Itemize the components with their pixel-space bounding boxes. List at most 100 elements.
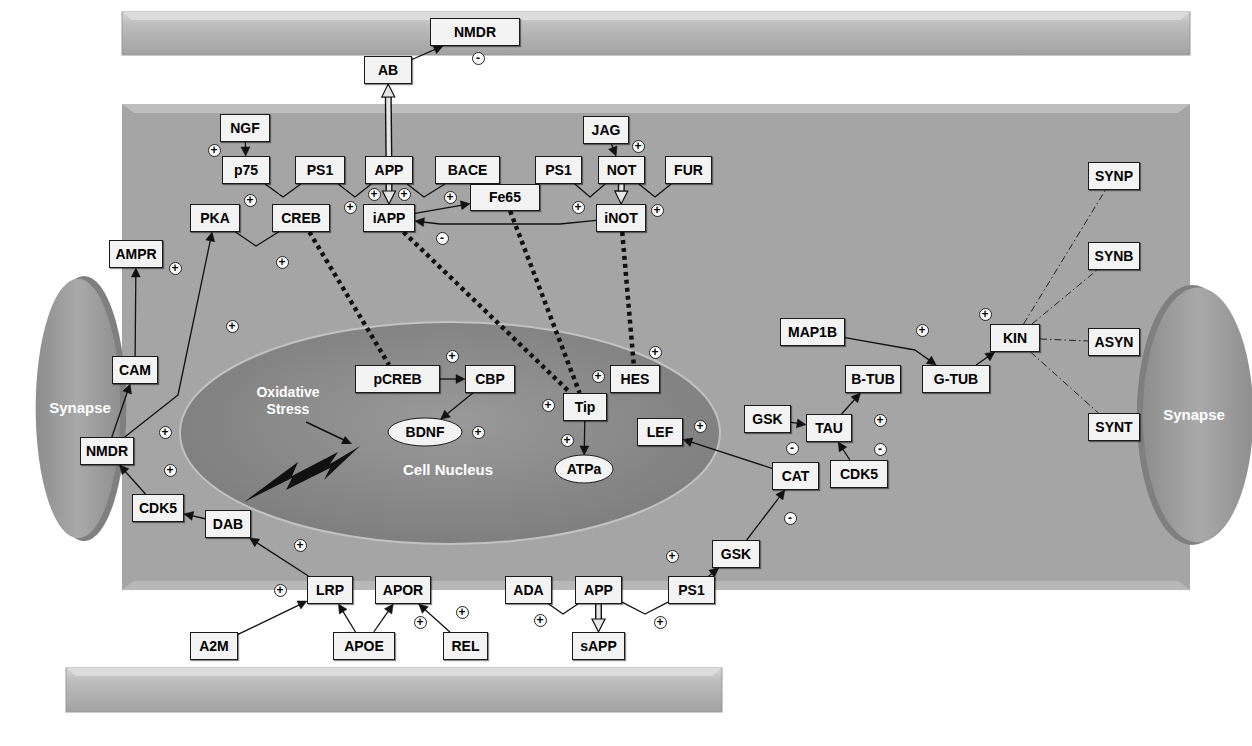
node-label: FUR: [674, 162, 703, 178]
dashdot-link: [1032, 270, 1097, 324]
arrowhead: [384, 604, 393, 614]
protein-box: DAB: [205, 510, 251, 538]
node-label: HES: [621, 371, 650, 387]
connector-line: [338, 184, 371, 197]
nucleus-shape: [180, 322, 720, 544]
protein-box: CDK5: [132, 494, 184, 522]
activation-arrow: [609, 144, 617, 156]
protein-box: A2M: [190, 632, 238, 660]
connector-line: [374, 611, 389, 632]
connector-line: [595, 604, 602, 620]
activation-arrow: [120, 465, 146, 494]
node-label: iAPP: [373, 210, 406, 226]
arrowhead: [592, 619, 605, 632]
connector-line: [407, 184, 445, 197]
cleavage-link: [236, 232, 279, 246]
protein-box: APOR: [375, 576, 431, 604]
arrowhead: [241, 147, 250, 156]
sign-marker: +: [414, 616, 427, 629]
sign-marker: +: [979, 308, 992, 321]
node-label: G-TUB: [934, 371, 978, 387]
ellipse-shape: [388, 418, 462, 446]
protein-box: ASYN: [1088, 328, 1140, 356]
connector-line: [976, 357, 988, 365]
protein-box: CREB: [272, 204, 330, 232]
node-label: GSK: [721, 546, 751, 562]
connector-line: [549, 604, 578, 614]
node-label: sAPP: [580, 638, 617, 654]
protein-box: CBP: [465, 365, 515, 393]
translocation-arrow: [615, 184, 628, 204]
connector-line: [622, 232, 634, 365]
node-label: AB: [378, 62, 398, 78]
synapse-face: [36, 279, 121, 539]
sign-marker: -: [874, 443, 887, 456]
protein-box: JAG: [583, 116, 629, 144]
arrowhead: [985, 352, 995, 361]
connector-core: [596, 604, 600, 620]
protein-box: AB: [364, 56, 412, 84]
activation-arrow: [791, 419, 806, 428]
node-label: DAB: [213, 516, 243, 532]
sign-marker: +: [456, 606, 469, 619]
protein-box: BACE: [435, 156, 500, 184]
arrowhead: [433, 45, 443, 53]
sign-marker: -: [786, 442, 799, 455]
arrowhead: [615, 191, 628, 204]
sign-marker: +: [169, 262, 182, 275]
connector-line: [265, 184, 301, 197]
activation-arrow: [339, 604, 356, 632]
arrowhead: [131, 268, 140, 277]
sign-marker: +: [592, 370, 605, 383]
protein-box: REL: [443, 632, 488, 660]
sign-marker: +: [294, 539, 307, 552]
activation-arrow: [241, 142, 250, 156]
node-label: CREB: [281, 210, 321, 226]
activation-arrow: [976, 352, 995, 365]
connector-line: [192, 516, 205, 519]
node-label: CAT: [782, 468, 810, 484]
node-label: SYNP: [1095, 168, 1133, 184]
sign-marker: +: [446, 350, 459, 363]
sign-marker: +: [159, 426, 172, 439]
connector-line: [622, 602, 668, 614]
node-label: PS1: [545, 162, 571, 178]
gene-ellipse: BDNF: [388, 418, 462, 446]
node-label: ATPa: [567, 461, 602, 477]
connector-line: [343, 611, 356, 632]
connector-line: [843, 449, 850, 460]
sign-marker: +: [368, 188, 381, 201]
node-label: CAM: [119, 362, 151, 378]
connector-line: [575, 184, 605, 197]
node-label: Tip: [575, 399, 596, 415]
connector-line: [1031, 352, 1099, 413]
arrowhead: [926, 356, 936, 365]
sign-marker: +: [276, 256, 289, 269]
activation-arrow: [184, 512, 205, 521]
cleavage-link: [549, 604, 578, 614]
arrowhead: [339, 604, 348, 614]
protein-box: FUR: [665, 156, 712, 184]
node-label: ADA: [513, 582, 543, 598]
connector-line: [1032, 270, 1097, 324]
protein-box: CAM: [112, 356, 158, 384]
node-label: NMDR: [454, 24, 496, 40]
activation-arrow: [415, 201, 470, 214]
node-label: APP: [584, 582, 613, 598]
translocation-arrow: [592, 604, 605, 632]
cleavage-link: [338, 184, 371, 197]
region-label: Synapse: [49, 399, 111, 416]
region-label: Cell Nucleus: [403, 461, 493, 478]
upper-membrane: [122, 12, 1190, 55]
arrowhead: [382, 84, 395, 97]
annotation-text: Oxidative Stress: [243, 384, 333, 418]
node-label: CBP: [475, 371, 505, 387]
node-label: A2M: [199, 638, 229, 654]
protein-box: SYNB: [1088, 242, 1140, 270]
node-label: SYNT: [1095, 419, 1132, 435]
protein-box: APP: [575, 576, 622, 604]
cleavage-link: [265, 184, 301, 197]
protein-box: G-TUB: [922, 365, 990, 393]
protein-box: sAPP: [572, 632, 625, 660]
protein-box: AMPR: [109, 240, 163, 268]
